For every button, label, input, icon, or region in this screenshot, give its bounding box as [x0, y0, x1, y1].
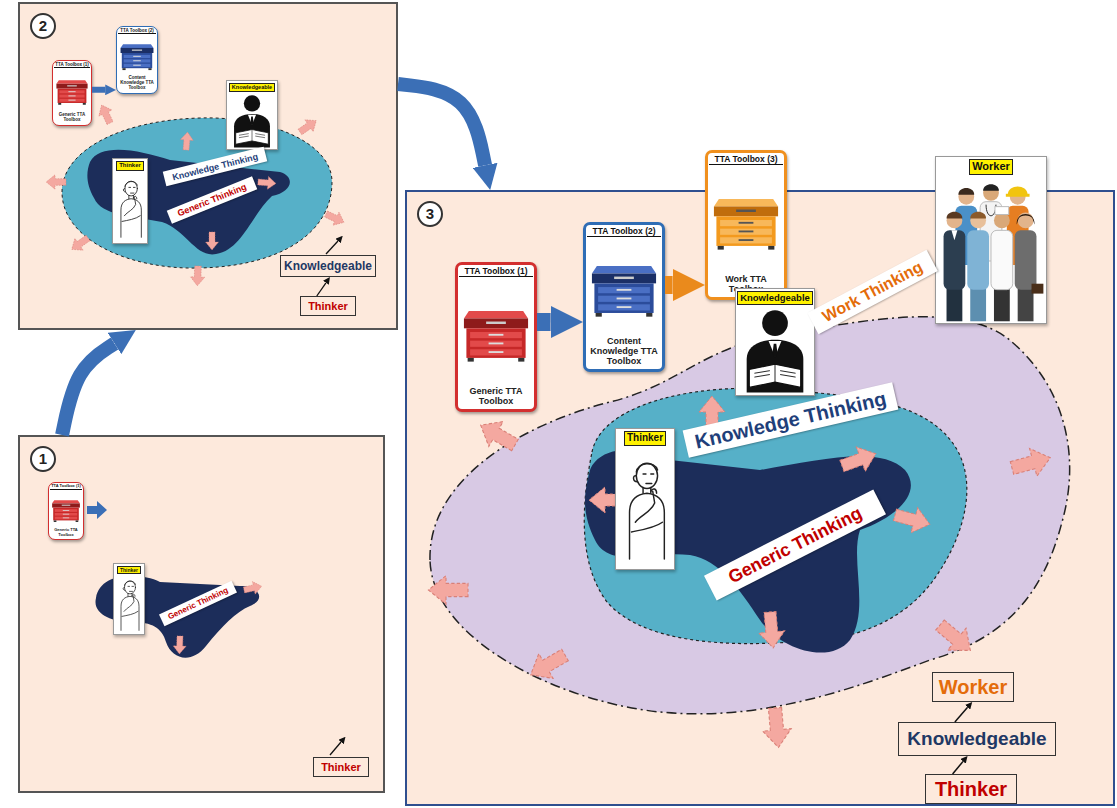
- level-label: Worker: [939, 676, 1008, 699]
- person-card: Knowledgeable: [735, 288, 815, 396]
- toolbox-card: TTA Toolbox (1) Generic TTA Toolbox: [52, 60, 92, 126]
- toolbox-picture: [464, 311, 528, 362]
- toolbox-title: TTA Toolbox (1): [50, 484, 82, 490]
- person-picture: [234, 95, 270, 147]
- toolbox-name: Content Knowledge TTA Toolbox: [118, 76, 156, 92]
- toolbox-picture: [54, 68, 90, 113]
- step-number: 1: [30, 446, 56, 472]
- level-box: Thinker: [313, 757, 369, 777]
- toolbox-card: TTA Toolbox (1) Generic TTA Toolbox: [455, 262, 537, 412]
- person-card: Thinker: [113, 563, 145, 635]
- level-label: Knowledgeable: [284, 259, 372, 273]
- stage-panel: 1TTA Toolbox (1) Generic TTA ToolboxThink…: [18, 435, 385, 793]
- person-picture: [227, 92, 277, 149]
- toolbox-picture: [592, 266, 656, 317]
- person-picture: [114, 574, 144, 634]
- person-card: Worker: [935, 156, 1047, 324]
- stage-panel: 3TTA Toolbox (1)Generic TTA ToolboxTTA T…: [405, 190, 1115, 806]
- toolbox-title: TTA Toolbox (1): [54, 62, 90, 68]
- person-card: Thinker: [615, 428, 675, 570]
- step-arrow: [62, 344, 114, 435]
- panel-illustration: [87, 501, 341, 755]
- flow-arrow: [953, 761, 963, 774]
- toolbox-card: TTA Toolbox (1) Generic TTA Toolbox: [48, 482, 84, 540]
- person-picture: [113, 171, 147, 244]
- person-picture: [630, 463, 665, 559]
- level-box: Thinker: [300, 296, 356, 316]
- person-picture: [936, 175, 1046, 323]
- person-picture: [747, 310, 804, 392]
- toolbox-picture: [50, 490, 82, 528]
- flow-arrow: [537, 313, 551, 331]
- flow-arrow: [665, 276, 673, 294]
- flow-arrow: [92, 87, 105, 93]
- role-label: Knowledgeable: [737, 291, 813, 305]
- toolbox-picture: [587, 237, 661, 337]
- toolbox-picture: [709, 165, 783, 275]
- toolbox-card: TTA Toolbox (2) Content Knowledge TTA Too…: [116, 26, 158, 94]
- toolbox-name: Content Knowledge TTA Toolbox: [587, 337, 661, 368]
- flow-arrow: [955, 707, 968, 722]
- toolbox-picture: [52, 500, 80, 522]
- role-label: Thinker: [117, 566, 141, 574]
- role-label: Thinker: [624, 431, 666, 446]
- person-picture: [121, 581, 139, 631]
- level-label: Thinker: [321, 761, 361, 773]
- connector-group: [62, 84, 968, 774]
- flow-arrow: [317, 283, 326, 296]
- toolbox-title: TTA Toolbox (2): [118, 28, 156, 34]
- role-label: Knowledgeable: [229, 83, 275, 92]
- person-picture: [944, 184, 1044, 321]
- role-label: Thinker: [116, 161, 144, 171]
- level-label: Thinker: [308, 300, 348, 312]
- level-box: Knowledgeable: [280, 255, 376, 277]
- person-picture: [121, 181, 141, 237]
- toolbox-title: TTA Toolbox (3): [709, 154, 783, 165]
- toolbox-picture: [714, 199, 778, 250]
- toolbox-name: Generic TTA Toolbox: [50, 528, 82, 538]
- person-card: Knowledgeable: [226, 80, 278, 150]
- toolbox-name: Generic TTA Toolbox: [54, 113, 90, 124]
- banner-text: Work Thinking: [819, 258, 925, 326]
- toolbox-title: TTA Toolbox (2): [587, 226, 661, 237]
- toolbox-picture: [118, 34, 156, 76]
- level-label: Thinker: [935, 778, 1007, 801]
- toolbox-title: TTA Toolbox (1): [459, 266, 533, 277]
- step-number: 2: [30, 13, 56, 39]
- toolbox-card: TTA Toolbox (2) Content Knowledge TTA Too…: [583, 222, 665, 372]
- toolbox-picture: [459, 277, 533, 387]
- level-label: Knowledgeable: [907, 728, 1046, 750]
- step-number: 3: [417, 201, 443, 227]
- toolbox-picture: [121, 45, 154, 71]
- toolbox-name: Generic TTA Toolbox: [459, 387, 533, 408]
- toolbox-picture: [56, 81, 87, 106]
- toolbox-card: TTA Toolbox (3)Work TTA Toolbox: [705, 150, 787, 300]
- person-picture: [736, 305, 814, 395]
- level-box: Thinker: [925, 774, 1017, 804]
- level-box: Worker: [932, 672, 1014, 702]
- stage-panel: 2TTA Toolbox (1)Generic TTA ToolboxTTA T…: [18, 2, 398, 330]
- step-arrow: [398, 84, 485, 165]
- role-label: Worker: [969, 159, 1013, 175]
- level-box: Knowledgeable: [898, 722, 1056, 756]
- person-card: Thinker: [112, 158, 148, 244]
- person-picture: [616, 446, 674, 570]
